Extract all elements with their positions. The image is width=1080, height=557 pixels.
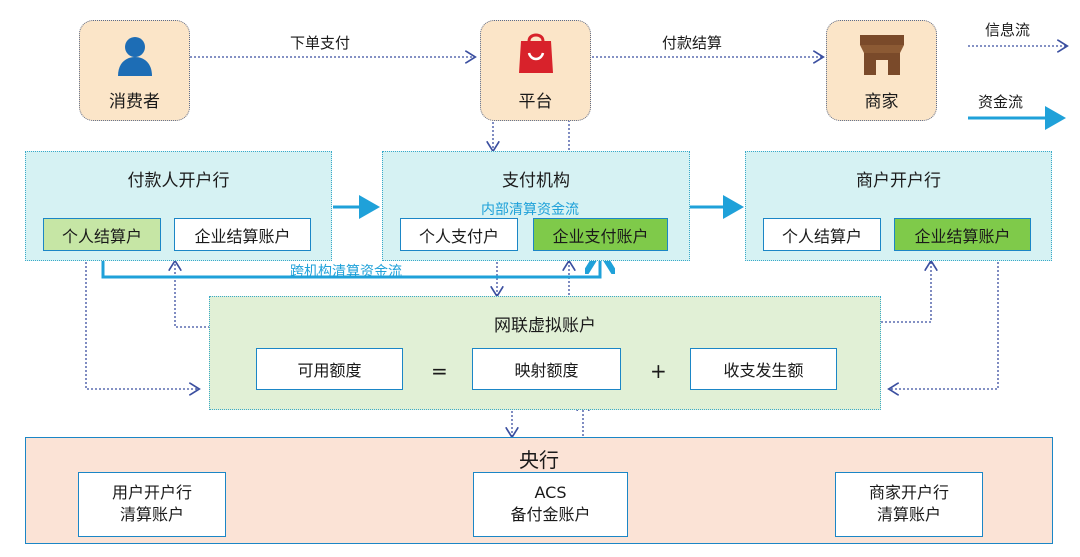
merchant-bank-clearing-account: 商家开户行 清算账户	[835, 472, 983, 537]
payment-settle-label: 付款结算	[662, 34, 723, 52]
payer-personal-account: 个人结算户	[43, 218, 161, 251]
legend-fund-label: 资金流	[978, 93, 1024, 111]
central-bank-title: 央行	[519, 448, 559, 472]
transaction-amount-box: 收支发生额	[690, 348, 837, 390]
shopping-bag-icon	[518, 33, 553, 73]
virtual-account-title: 网联虚拟账户	[494, 316, 596, 336]
virtual-to-payer-arrow	[175, 262, 210, 328]
merchant-label: 商家	[864, 92, 899, 112]
merchant-bank-box: 商户开户行 个人结算户 企业结算账户	[745, 151, 1052, 261]
legend-info-label: 信息流	[985, 21, 1031, 39]
merchant-to-virtual-arrow	[890, 262, 999, 389]
store-icon	[859, 35, 904, 75]
institution-enterprise-account: 企业支付账户	[533, 218, 668, 251]
acs-reserve-account: ACS 备付金账户	[473, 472, 628, 537]
order-pay-label: 下单支付	[290, 34, 351, 52]
merchant-bank-line1: 商家开户行	[868, 483, 949, 502]
payment-institution-box: 支付机构 个人支付户 企业支付账户	[382, 151, 690, 261]
plus-sign: +	[650, 359, 667, 383]
platform-actor: 平台	[480, 20, 591, 121]
person-icon	[117, 37, 152, 76]
payer-bank-box: 付款人开户行 个人结算户 企业结算账户	[25, 151, 332, 261]
merchant-personal-account: 个人结算户	[763, 218, 881, 251]
mapped-quota-box: 映射额度	[472, 348, 621, 390]
acs-line1: ACS	[534, 483, 567, 502]
virtual-to-merchant-arrow	[881, 262, 931, 323]
consumer-actor: 消费者	[79, 20, 190, 121]
merchant-enterprise-account: 企业结算账户	[894, 218, 1031, 251]
payment-institution-title: 支付机构	[502, 171, 570, 191]
payer-enterprise-account: 企业结算账户	[174, 218, 311, 251]
merchant-actor: 商家	[826, 20, 937, 121]
central-bank-box: 央行 用户开户行 清算账户 ACS 备付金账户 商家开户行 清算账户	[25, 437, 1053, 544]
user-bank-line1: 用户开户行	[111, 483, 192, 502]
user-bank-clearing-account: 用户开户行 清算账户	[78, 472, 226, 537]
user-bank-line2: 清算账户	[119, 505, 184, 524]
merchant-bank-title: 商户开户行	[856, 171, 941, 191]
acs-line2: 备付金账户	[510, 505, 591, 524]
payer-to-virtual-arrow	[85, 262, 198, 389]
available-quota-box: 可用额度	[256, 348, 403, 390]
internal-clearing-label: 内部清算资金流	[481, 202, 579, 218]
consumer-label: 消费者	[109, 92, 160, 112]
cross-institution-flow	[101, 253, 600, 279]
equals-sign: =	[431, 359, 448, 383]
platform-label: 平台	[518, 92, 553, 112]
cross-institution-label: 跨机构清算资金流	[290, 264, 402, 280]
payer-bank-title: 付款人开户行	[127, 171, 230, 191]
institution-personal-account: 个人支付户	[400, 218, 518, 251]
merchant-bank-line2: 清算账户	[876, 505, 941, 524]
virtual-account-box: 网联虚拟账户 可用额度 = 映射额度 + 收支发生额	[209, 296, 881, 410]
